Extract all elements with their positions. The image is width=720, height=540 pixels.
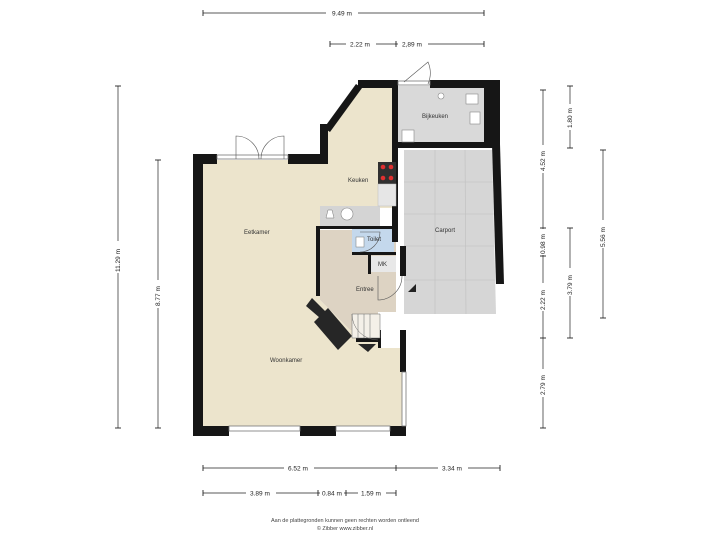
doors: [235, 61, 431, 301]
room-label-carport: Carport: [435, 228, 455, 234]
dim-bottom-5: 1.59 m: [361, 491, 381, 498]
room-labels: Bijkeuken Keuken Eetkamer Toilet MK Carp…: [244, 114, 455, 364]
dim-top-left: 2.22 m: [350, 42, 370, 49]
room-label-keuken: Keuken: [348, 178, 368, 184]
room-label-bijkeuken: Bijkeuken: [422, 114, 448, 120]
room-label-mk: MK: [378, 262, 387, 268]
carport-floor: [404, 150, 496, 314]
stove: [378, 162, 396, 184]
copyright-text: © Zibber www.zibber.nl: [317, 525, 373, 532]
dim-right-4: 2.22 m: [540, 290, 547, 310]
dim-right-b: 3.79 m: [567, 275, 574, 295]
room-label-toilet: Toilet: [367, 237, 381, 243]
dim-left-inner: 8.77 m: [155, 286, 162, 306]
bijkeuken-floor: [396, 86, 486, 148]
dimension-lines: 9.49 m 2.22 m 2,89 m 11.29 m 8.77 m 4.52…: [113, 8, 608, 498]
sink-icon: [340, 207, 354, 221]
footer: Aan de plattegronden kunnen geen rechten…: [271, 518, 419, 532]
dim-top-right: 2,89 m: [402, 42, 422, 49]
living-floor: [203, 86, 404, 428]
dim-right-5: 2.79 m: [540, 375, 547, 395]
dim-top-total: 9.49 m: [332, 11, 352, 18]
fixtures: [306, 92, 481, 352]
disclaimer-text: Aan de plattegronden kunnen geen rechten…: [271, 518, 419, 524]
dim-left-total: 11.29 m: [115, 249, 122, 272]
floors: [203, 86, 496, 428]
dim-bottom-2: 3.34 m: [442, 466, 462, 473]
dim-right-1: 1.80 m: [567, 108, 574, 128]
dim-right-3: 0.98 m: [540, 234, 547, 254]
stairs: [351, 313, 381, 341]
room-label-entree: Entree: [356, 287, 374, 293]
windows: [216, 80, 431, 432]
room-label-woonkamer: Woonkamer: [270, 358, 302, 364]
dim-right-2: 4.52 m: [540, 151, 547, 171]
carport-tiles: [404, 149, 495, 315]
walls: [193, 80, 504, 436]
dim-bottom-4: 0.84 m: [322, 491, 342, 498]
room-label-eetkamer: Eetkamer: [244, 230, 270, 236]
dim-right-outer: 5.56 m: [600, 227, 607, 247]
mk-floor: [370, 256, 396, 272]
dim-bottom-3: 3.89 m: [250, 491, 270, 498]
dim-bottom-1: 6.52 m: [288, 466, 308, 473]
fireplace: [314, 308, 352, 350]
